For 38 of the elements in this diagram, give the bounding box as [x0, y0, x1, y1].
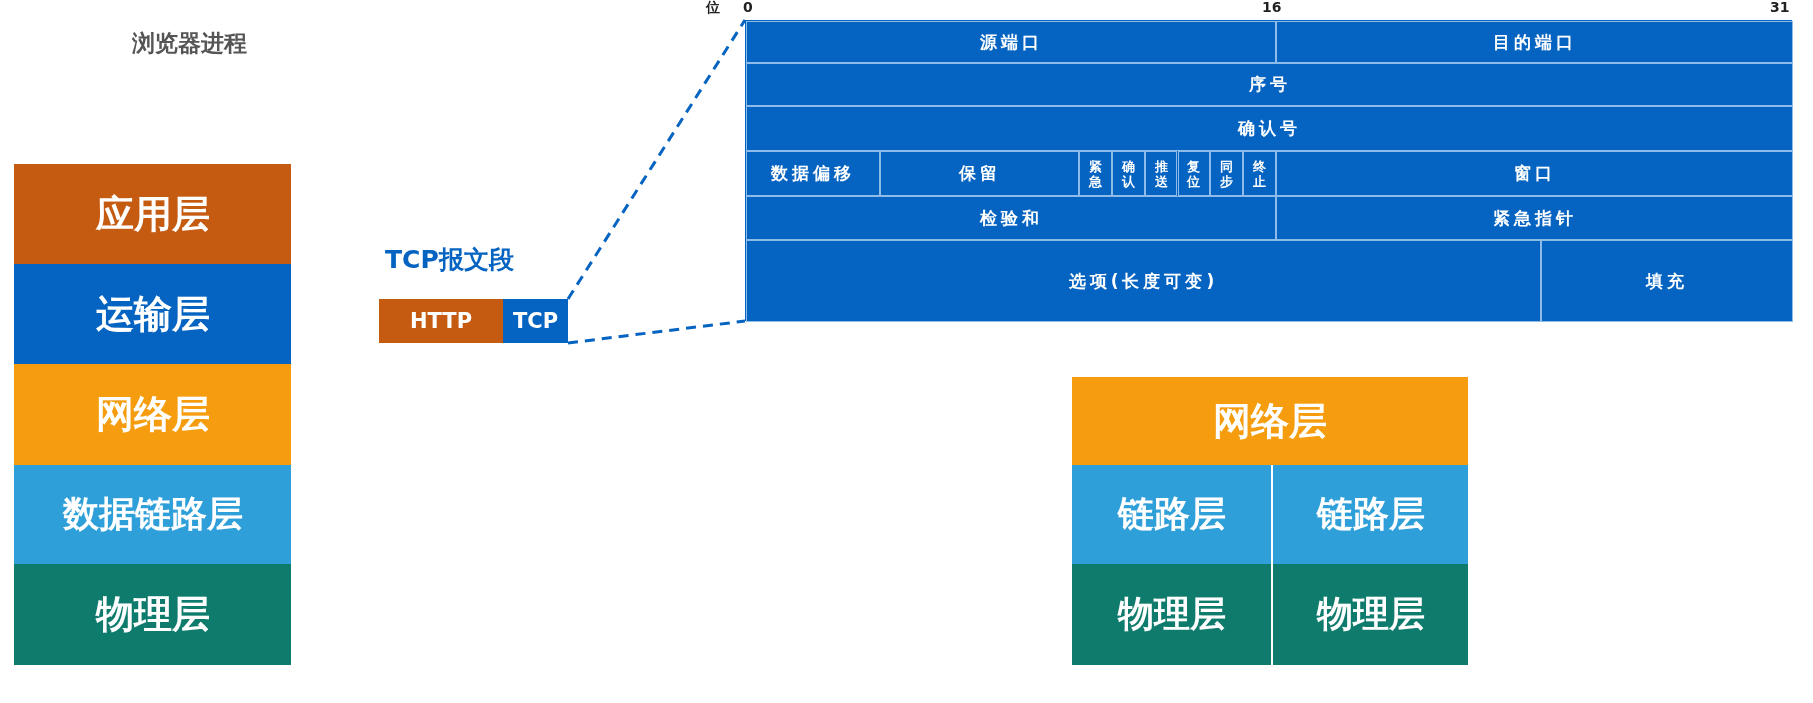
layer-box: 应用层 [14, 164, 291, 264]
tcp-header-table [745, 20, 1792, 321]
layer-box: 数据链路层 [14, 465, 291, 564]
dashed-line [567, 319, 746, 345]
header-field-cell: 源端口 [746, 21, 1276, 63]
layer-box: 物理层 [1271, 564, 1468, 665]
header-field-cell: 窗口 [1276, 151, 1793, 196]
header-field-cell: 目的端口 [1276, 21, 1793, 63]
layer-box: 网络层 [1072, 377, 1468, 465]
flag-cell: 推送 [1144, 151, 1178, 196]
layer-box: 物理层 [1072, 564, 1271, 665]
layer-box: 链路层 [1072, 465, 1271, 564]
layer-box: 链路层 [1271, 465, 1468, 564]
bit-label: 0 [743, 0, 753, 15]
header-field-cell: 数据偏移 [746, 151, 880, 196]
segment-title: TCP报文段 [385, 244, 514, 276]
layer-box: 物理层 [14, 564, 291, 665]
flag-cell: 确认 [1111, 151, 1145, 196]
header-field-cell: 填充 [1541, 240, 1793, 322]
bit-label: 31 [1770, 0, 1790, 15]
header-field-cell: 确认号 [746, 106, 1793, 151]
dashed-line [566, 19, 747, 300]
flag-cell: 紧急 [1079, 151, 1112, 196]
bit-label: 位 [706, 0, 720, 17]
layer-box: 网络层 [14, 364, 291, 465]
segment-box: TCP [503, 299, 568, 343]
caption-text: 浏览器进程 [132, 29, 247, 58]
header-field-cell: 紧急指针 [1276, 196, 1793, 240]
segment-box: HTTP [379, 299, 503, 343]
header-field-cell: 检验和 [746, 196, 1276, 240]
layer-box: 运输层 [14, 264, 291, 364]
bit-label: 16 [1262, 0, 1282, 15]
header-field-cell: 选项(长度可变) [746, 240, 1541, 322]
flag-cell: 终止 [1243, 151, 1276, 196]
flag-cell: 复位 [1177, 151, 1211, 196]
header-field-cell: 序号 [746, 63, 1793, 106]
flag-cell: 同步 [1210, 151, 1244, 196]
header-field-cell: 保留 [880, 151, 1079, 196]
